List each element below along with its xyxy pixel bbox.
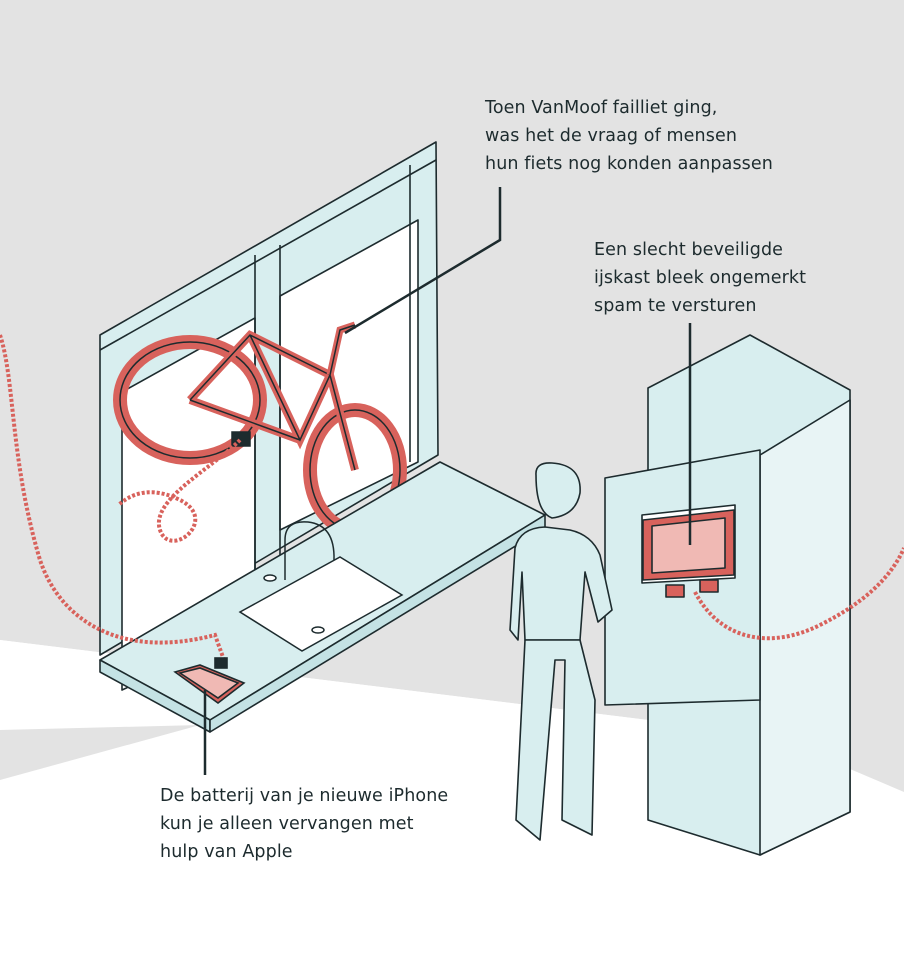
floor-left-shadow [0, 725, 200, 780]
sink-illustration [238, 521, 404, 652]
bicycle-illustration [113, 321, 407, 537]
chain-illustration [0, 334, 242, 661]
caption-iphone-line-2: kun je alleen vervangen met [160, 814, 414, 834]
person-illustration [509, 462, 613, 841]
caption-iphone-line-3: hulp van Apple [160, 842, 293, 862]
caption-fridge-line-3: spam te versturen [594, 296, 757, 316]
caption-fridge: Een slecht beveiligde ijskast bleek onge… [594, 236, 806, 320]
caption-vanmoof-line-2: was het de vraag of mensen [485, 126, 738, 146]
smartphone-illustration [173, 657, 246, 704]
caption-fridge-line-2: ijskast bleek ongemerkt [594, 268, 807, 288]
caption-vanmoof-line-1: Toen VanMoof failliet ging, [485, 98, 718, 118]
caption-vanmoof-line-3: hun fiets nog konden aanpassen [485, 154, 773, 174]
caption-iphone-line-1: De batterij van je nieuwe iPhone [160, 786, 449, 806]
caption-iphone: De batterij van je nieuwe iPhone kun je … [160, 782, 448, 866]
caption-fridge-line-1: Een slecht beveiligde [594, 240, 784, 260]
caption-vanmoof: Toen VanMoof failliet ging, was het de v… [485, 94, 773, 178]
fridge-chain-illustration [693, 547, 904, 641]
fridge-illustration [604, 334, 851, 856]
vanmoof-leader-line [344, 187, 502, 335]
caption-leaders [203, 187, 692, 775]
